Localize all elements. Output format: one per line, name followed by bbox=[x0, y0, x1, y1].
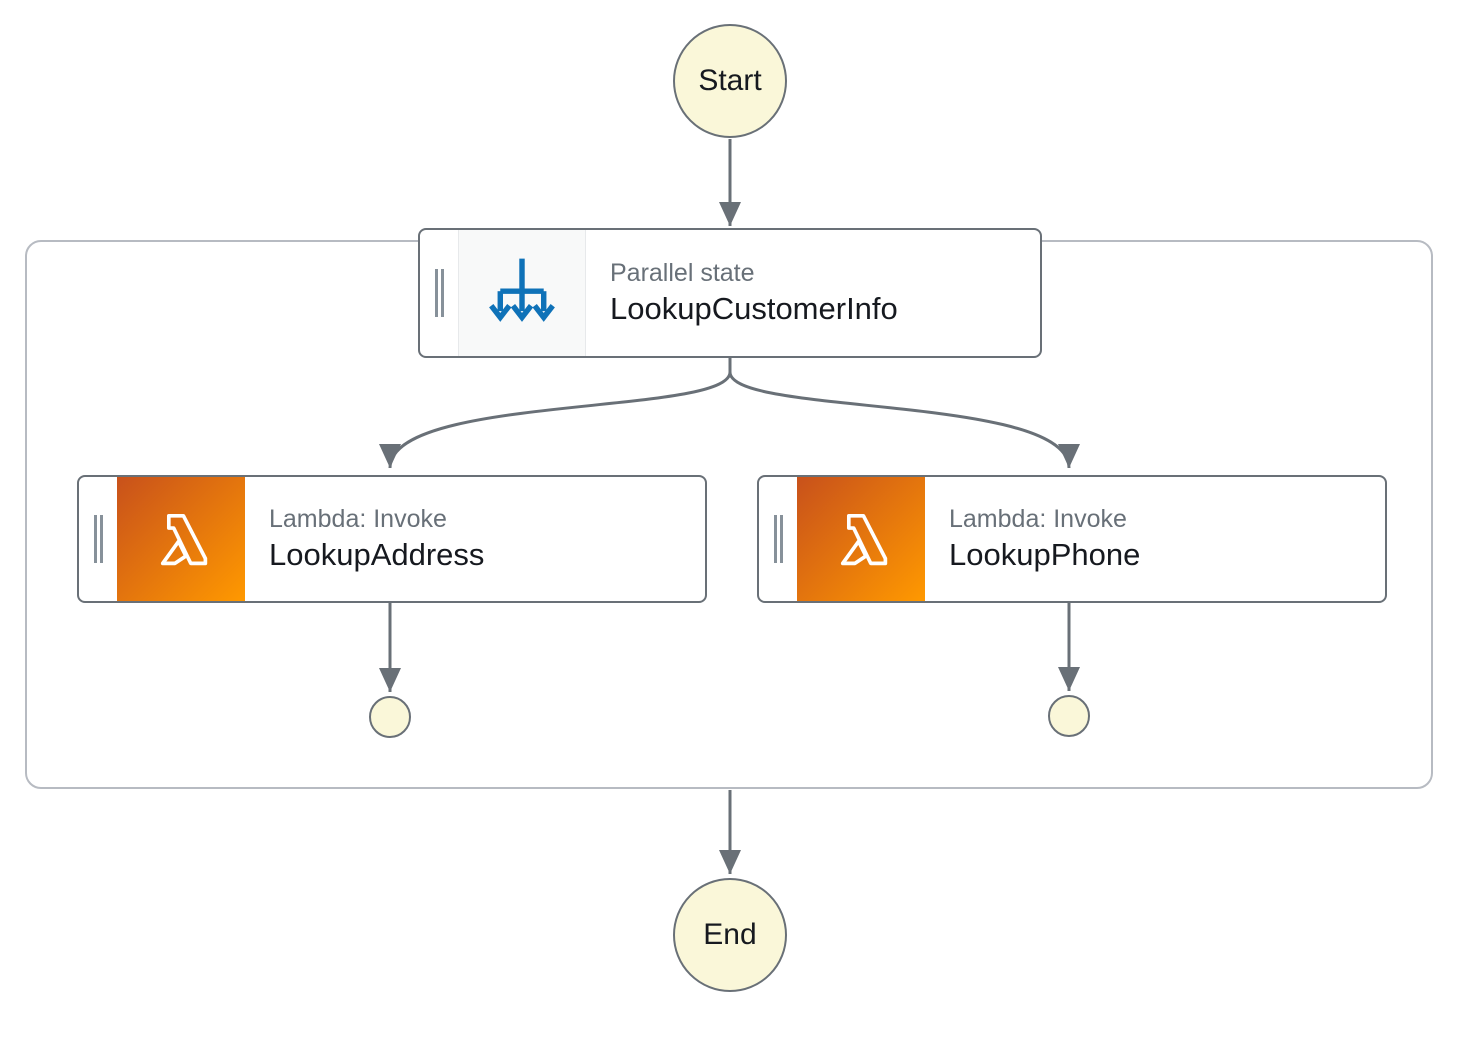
drag-handle[interactable] bbox=[420, 230, 458, 356]
drag-handle-icon bbox=[93, 515, 103, 563]
lambda-icon-cell bbox=[797, 477, 925, 601]
lambda-icon bbox=[840, 514, 888, 566]
lambda-icon bbox=[160, 514, 208, 566]
edge-parallel-to-branch-b bbox=[728, 358, 1080, 469]
state-name-label: LookupPhone bbox=[949, 537, 1141, 572]
drag-handle[interactable] bbox=[79, 477, 117, 601]
lambda-node-lookup-address[interactable]: Lambda: Invoke LookupAddress bbox=[77, 475, 707, 603]
parallel-state-icon-cell bbox=[458, 230, 586, 356]
branch-terminal-circle bbox=[1048, 695, 1090, 737]
drag-handle-icon bbox=[434, 269, 444, 317]
parallel-state-node[interactable]: Parallel state LookupCustomerInfo bbox=[418, 228, 1042, 358]
state-name-label: LookupCustomerInfo bbox=[610, 291, 898, 326]
parallel-state-labels: Parallel state LookupCustomerInfo bbox=[586, 230, 1040, 356]
lambda-icon-cell bbox=[117, 477, 245, 601]
state-type-label: Lambda: Invoke bbox=[269, 505, 447, 533]
state-type-label: Lambda: Invoke bbox=[949, 505, 1127, 533]
end-node-label: End bbox=[703, 918, 757, 951]
start-node: Start bbox=[673, 24, 787, 138]
branch-terminal-circle bbox=[369, 696, 411, 738]
drag-handle-icon bbox=[773, 515, 783, 563]
lambda-node-labels: Lambda: Invoke LookupPhone bbox=[925, 477, 1385, 601]
end-node: End bbox=[673, 878, 787, 992]
lambda-node-labels: Lambda: Invoke LookupAddress bbox=[245, 477, 705, 601]
edge-parallel-to-branch-a bbox=[379, 358, 732, 469]
parallel-fork-icon bbox=[489, 258, 555, 322]
start-node-label: Start bbox=[698, 64, 762, 97]
drag-handle[interactable] bbox=[759, 477, 797, 601]
state-name-label: LookupAddress bbox=[269, 537, 485, 572]
lambda-node-lookup-phone[interactable]: Lambda: Invoke LookupPhone bbox=[757, 475, 1387, 603]
state-type-label: Parallel state bbox=[610, 259, 755, 287]
